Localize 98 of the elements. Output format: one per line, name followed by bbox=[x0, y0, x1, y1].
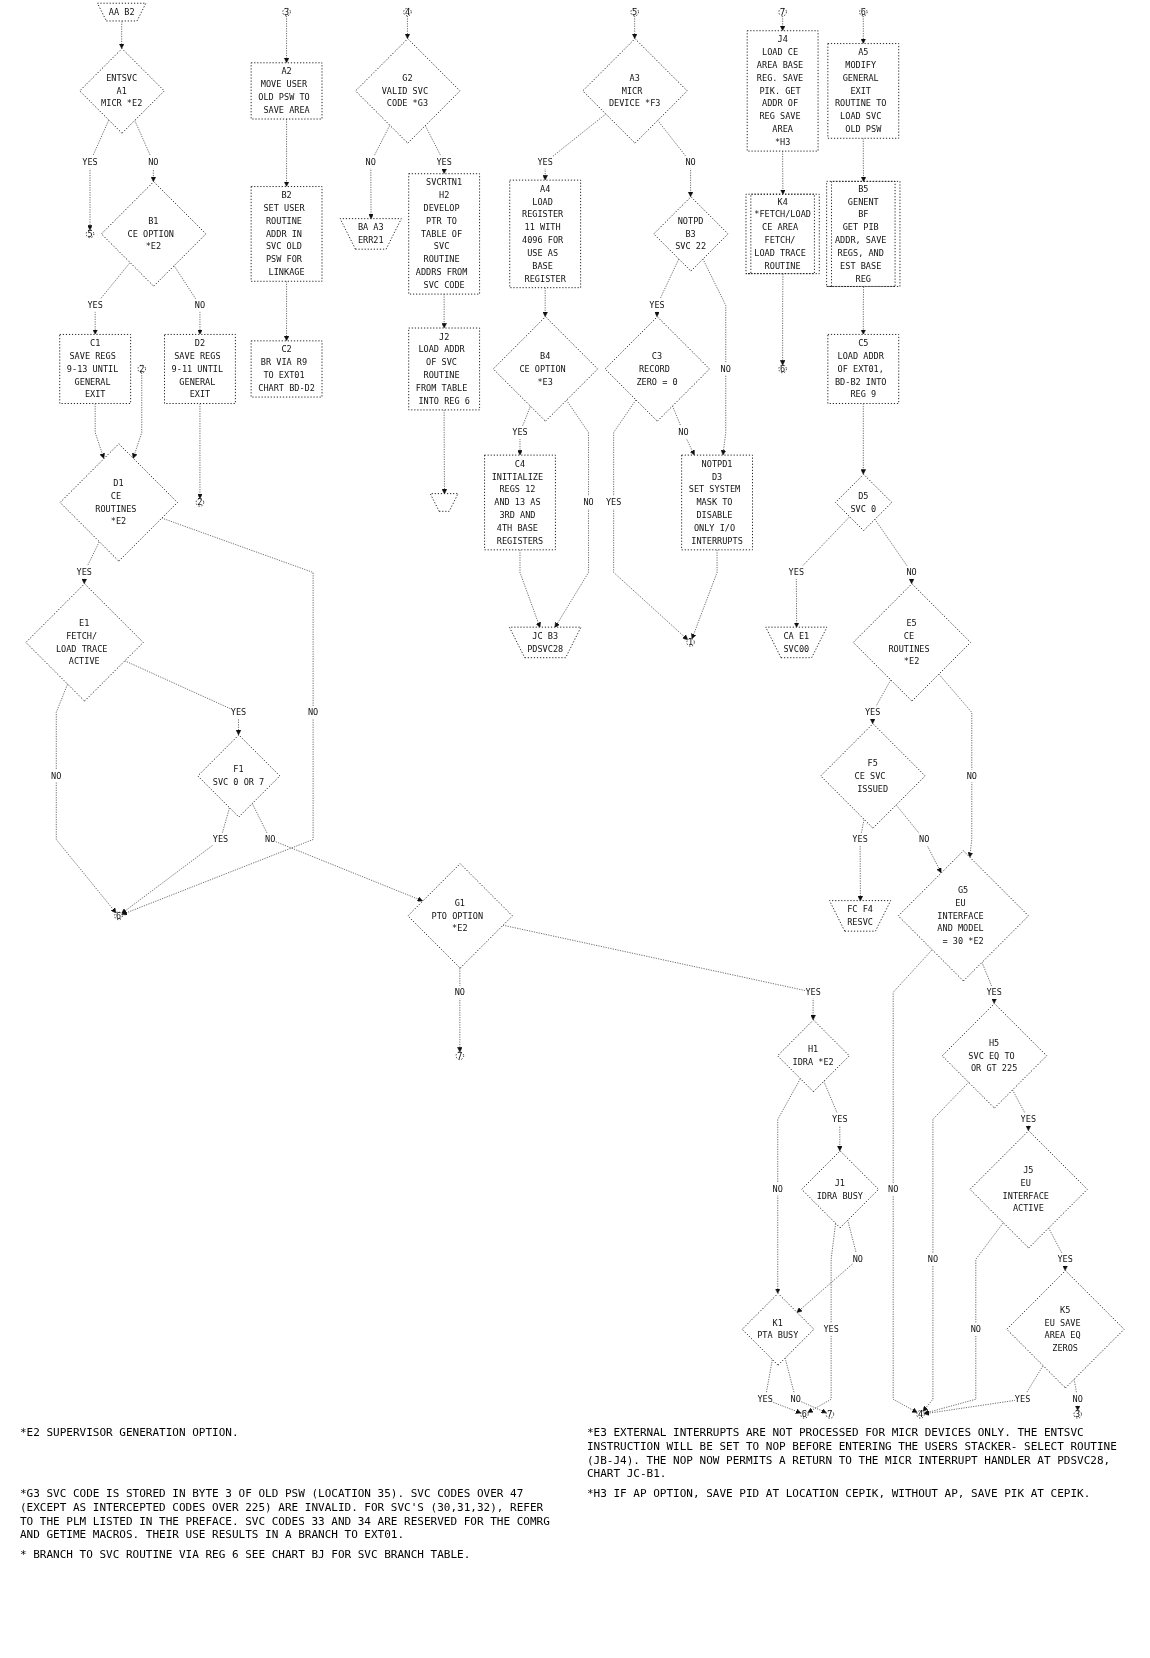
node-diamond: K5 EU SAVE AREA EQ ZEROS bbox=[1006, 1270, 1125, 1389]
edge-label: YES bbox=[805, 987, 821, 997]
node-box: D2 SAVE REGS 9-11 UNTIL GENERAL EXIT bbox=[164, 333, 236, 404]
node-circle: 1 bbox=[686, 638, 695, 647]
edge-label: YES bbox=[87, 300, 103, 310]
node-diamond: G1 PTO OPTION *E2 bbox=[407, 863, 513, 969]
edge-label: YES bbox=[605, 497, 622, 508]
edge-label: NO bbox=[927, 1254, 939, 1264]
edge-label: NO bbox=[888, 1184, 899, 1194]
node-diamond: D5 SVC 0 bbox=[835, 473, 893, 532]
node-circle: 6 bbox=[859, 7, 868, 17]
node-diamond: J5 EU INTERFACE ACTIVE bbox=[969, 1130, 1088, 1249]
node-circle: 7 bbox=[825, 1410, 835, 1419]
node-diamond: G2 VALID SVC CODE *G3 bbox=[355, 38, 461, 144]
node-circle: 4 bbox=[916, 1410, 925, 1419]
edge-label: NO bbox=[790, 1394, 801, 1404]
edge-label: NO bbox=[148, 157, 159, 167]
edge-label: NO bbox=[265, 834, 276, 845]
edge-label: YES bbox=[1014, 1394, 1031, 1404]
node-circle: 2 bbox=[137, 364, 146, 374]
edge-label: NO bbox=[194, 300, 206, 310]
node-circle: 3 bbox=[282, 7, 291, 17]
node-diamond: NOTPD B3 SVC 22 bbox=[653, 196, 729, 272]
node-circle: 4 bbox=[403, 7, 412, 17]
edge-label: YES bbox=[76, 567, 92, 578]
node-diamond: E1 FETCH/ LOAD TRACE ACTIVE bbox=[25, 583, 144, 702]
node-diamond: D1 CE ROUTINES *E2 bbox=[59, 443, 178, 562]
node-diamond: B1 CE OPTION *E2 bbox=[100, 181, 207, 287]
node-box: C1 SAVE REGS 9-13 UNTIL GENERAL EXIT bbox=[59, 333, 132, 404]
node-circle: 5 bbox=[630, 7, 639, 17]
note-text: * BRANCH TO SVC ROUTINE VIA REG 6 SEE CHART BJ FOR SVC BRANCH TABLE. bbox=[20, 1548, 472, 1562]
edge-label: YES bbox=[1057, 1254, 1073, 1264]
edge-label: NO bbox=[852, 1254, 863, 1264]
node-diamond: F5 CE SVC ISSUED bbox=[820, 723, 926, 829]
edge-label: YES bbox=[823, 1324, 839, 1334]
node-circle: 6 bbox=[800, 1410, 809, 1419]
edge-label: NO bbox=[720, 363, 731, 374]
edge-label: YES bbox=[986, 987, 1002, 997]
edge-label: YES bbox=[832, 1114, 848, 1124]
node-circle: 7 bbox=[455, 1051, 465, 1061]
node-circle: 2 bbox=[195, 498, 205, 507]
edge-label: NO bbox=[772, 1184, 783, 1194]
edge-label: NO bbox=[454, 987, 466, 997]
node-pentagon bbox=[429, 493, 459, 512]
node-diamond: G5 EU INTERFACE AND MODEL = 30 *E2 bbox=[897, 850, 1029, 982]
edge-label: YES bbox=[512, 427, 528, 438]
edge-label: NO bbox=[966, 770, 977, 781]
node-box: J4 LOAD CE AREA BASE REG. SAVE PIK. GET ADDR OF REG SAVE AREA *H3 bbox=[746, 30, 819, 152]
node-box: J2 LOAD ADDR OF SVC ROUTINE FROM TABLE INTO REG 6 bbox=[408, 327, 481, 411]
edge-label: YES bbox=[230, 707, 247, 717]
node-circle: 3 bbox=[1073, 1410, 1082, 1419]
node-diamond: F1 SVC 0 OR 7 bbox=[197, 734, 281, 818]
node-box: A5 MODIFY GENERAL EXIT ROUTINE TO LOAD SVC OLD PSW bbox=[827, 43, 900, 139]
note-text: *G3 SVC CODE IS STORED IN BYTE 3 OF OLD PSW (LOCATION 35). SVC CODES OVER 47 (EXCEPT AS INTERCEPTED CODES OVER 225) ARE INVALID. FOR SVC'S (30,31,32), REFER TO THE PLM LISTED IN THE PREFACE. SVC CODES 33 AND 34 ARE RESERVED FOR THE COMRG AND GETIME MACROS. THEIR USE RESULTS IN A BRANCH TO EXT01. bbox=[20, 1487, 551, 1542]
node-box: NOTPD1 D3 SET SYSTEM MASK TO DISABLE ONLY I/O INTERRUPTS bbox=[681, 454, 753, 551]
node-box: C5 LOAD ADDR OF EXT01, BD-B2 INTO REG 9 bbox=[827, 333, 900, 404]
edge-label: YES bbox=[757, 1394, 773, 1404]
node-circle: 7 bbox=[778, 7, 787, 17]
edge-label: NO bbox=[51, 770, 62, 781]
node-circle: 5 bbox=[85, 229, 95, 239]
edge-label: YES bbox=[1020, 1114, 1037, 1124]
node-diamond: E5 CE ROUTINES *E2 bbox=[852, 583, 972, 702]
edge-label: NO bbox=[678, 427, 689, 438]
node-diamond: ENTSVC A1 MICR *E2 bbox=[79, 48, 165, 134]
node-circle: 6 bbox=[114, 911, 123, 921]
node-box: C2 BR VIA R9 TO EXT01 CHART BD-D2 bbox=[250, 340, 323, 398]
edge-label: NO bbox=[906, 567, 917, 578]
edge-label: NO bbox=[685, 157, 696, 167]
node-box: SVCRTN1 H2 DEVELOP PTR TO TABLE OF SVC ROUTINE ADDRS FROM SVC CODE bbox=[408, 173, 481, 295]
node-diamond: B4 CE OPTION *E3 bbox=[492, 316, 599, 422]
note-text: *E2 SUPERVISOR GENERATION OPTION. bbox=[20, 1426, 240, 1441]
edge-label: YES bbox=[649, 300, 665, 310]
edge-label: NO bbox=[365, 157, 376, 167]
node-diamond: H1 IDRA *E2 bbox=[777, 1019, 850, 1093]
edge-label: YES bbox=[537, 157, 553, 167]
edge-label: NO bbox=[970, 1324, 981, 1334]
edge-label: YES bbox=[788, 567, 805, 578]
node-box: C4 INITIALIZE REGS 12 AND 13 AS 3RD AND 4TH BASE REGISTERS bbox=[484, 454, 556, 551]
edge-label: NO bbox=[307, 707, 319, 717]
node-box: A4 LOAD REGISTER 11 WITH 4096 FOR USE AS BASE REGISTER bbox=[509, 179, 582, 289]
node-diamond: C3 RECORD ZERO = 0 bbox=[604, 316, 710, 422]
node-box: A2 MOVE USER OLD PSW TO SAVE AREA bbox=[250, 62, 323, 120]
edge-label: NO bbox=[1072, 1394, 1083, 1404]
note-text: *E3 EXTERNAL INTERRUPTS ARE NOT PROCESSED FOR MICR DEVICES ONLY. THE ENTSVC INSTRUCTION WILL BE SET TO NOP BEFORE ENTERING THE USERS STACKER- SELECT ROUTINE (JB-J4). THE NOP NOW PERMITS A RETURN TO THE MICR INTERRUPT HANDLER AT PDSVC28, CHART JC-B1. bbox=[587, 1426, 1118, 1481]
note-text: *H3 IF AP OPTION, SAVE PID AT LOCATION CEPIK, WITHOUT AP, SAVE PIK AT CEPIK. bbox=[587, 1487, 1092, 1502]
edge-label: NO bbox=[583, 497, 594, 508]
node-diamond: J1 IDRA BUSY bbox=[801, 1150, 880, 1229]
edge-label: YES bbox=[436, 157, 452, 167]
node-diamond: K1 PTA BUSY bbox=[741, 1292, 815, 1366]
node-diamond: H5 SVC EQ TO OR GT 225 bbox=[941, 1003, 1048, 1109]
node-box: B2 SET USER ROUTINE ADDR IN SVC OLD PSW FOR LINKAGE bbox=[250, 186, 323, 282]
node-diamond: A3 MICR DEVICE *F3 bbox=[582, 38, 688, 144]
edge-label: YES bbox=[82, 157, 98, 167]
edge-label: NO bbox=[919, 834, 930, 845]
edge-label: YES bbox=[864, 707, 881, 717]
edge-label: YES bbox=[212, 834, 229, 845]
edge-label: YES bbox=[852, 834, 868, 845]
node-circle: 6 bbox=[778, 364, 787, 374]
